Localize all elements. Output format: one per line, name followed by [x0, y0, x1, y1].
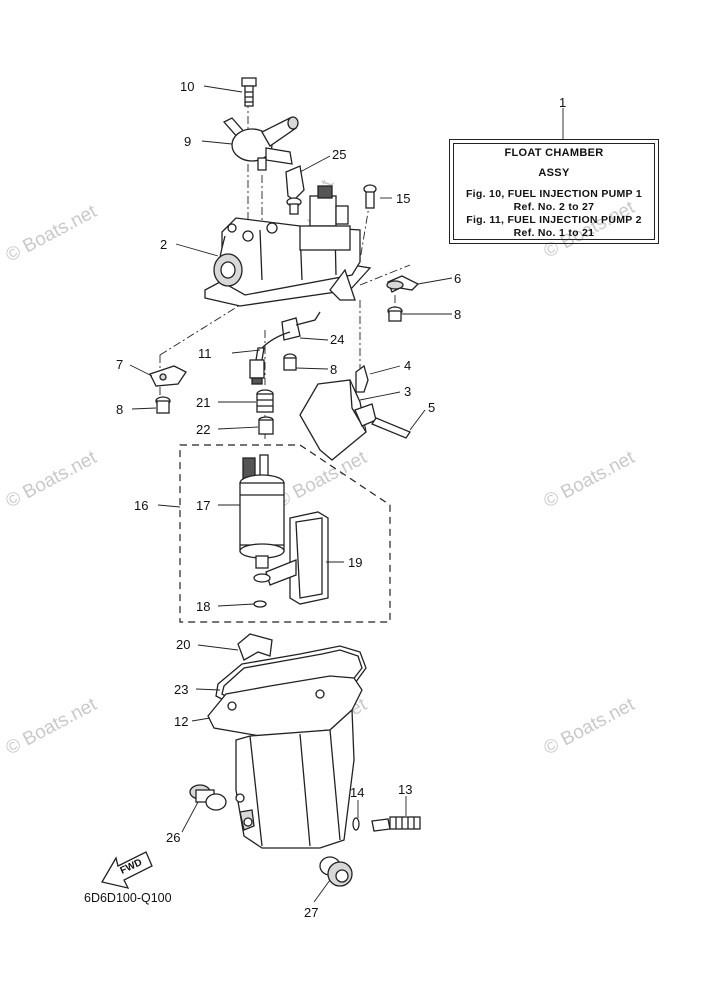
- callout-12: 12: [174, 714, 188, 729]
- callout-1: 1: [559, 95, 566, 110]
- part-27-cap: [319, 856, 353, 887]
- watermark-8: © Boats.net: [540, 694, 638, 760]
- callout-17: 17: [196, 498, 210, 513]
- part-13-drain-screw: [371, 816, 421, 832]
- callout-20: 20: [176, 637, 190, 652]
- diagram-code: 6D6D100-Q100: [84, 891, 172, 905]
- part-19-filter: [253, 511, 329, 605]
- watermark-1: © Boats.net: [2, 201, 100, 267]
- callout-23: 23: [174, 682, 188, 697]
- callout-21: 21: [196, 395, 210, 410]
- part-8-screw-middle: [283, 353, 297, 371]
- callout-2: 2: [160, 237, 167, 252]
- reference-subtitle: ASSY: [538, 167, 570, 179]
- callout-10: 10: [180, 79, 194, 94]
- reference-box: FLOAT CHAMBER ASSY Fig. 10, FUEL INJECTI…: [449, 139, 659, 244]
- callout-6: 6: [454, 271, 461, 286]
- part-8-screw-right: [387, 306, 403, 322]
- reference-title: FLOAT CHAMBER: [504, 147, 604, 159]
- part-14-o-ring: [352, 817, 360, 831]
- callout-11: 11: [198, 346, 212, 361]
- callout-27: 27: [304, 905, 318, 920]
- part-3-float: [299, 379, 377, 461]
- part-4-needle-valve: [355, 364, 369, 393]
- part-26-plug: [189, 784, 227, 811]
- reference-line-1: Fig. 10, FUEL INJECTION PUMP 1: [465, 188, 643, 200]
- part-5-float-pin: [371, 417, 411, 439]
- assembly-lines: [159, 100, 411, 440]
- callout-9: 9: [184, 134, 191, 149]
- callout-8-left: 8: [116, 402, 123, 417]
- reference-line-2: Ref. No. 2 to 27: [513, 201, 595, 213]
- callout-4: 4: [404, 358, 411, 373]
- callout-13: 13: [398, 782, 412, 797]
- part-25-joint: [285, 165, 305, 215]
- watermark-4: © Boats.net: [272, 447, 370, 513]
- callout-18: 18: [196, 599, 210, 614]
- callout-24: 24: [330, 332, 344, 347]
- part-21-grommet: [256, 389, 274, 413]
- reference-line-4: Ref. No. 1 to 21: [513, 227, 595, 239]
- watermark-3: © Boats.net: [2, 447, 100, 513]
- watermark-6: © Boats.net: [2, 694, 100, 760]
- part-17-fuel-pump: [239, 454, 285, 569]
- callout-26: 26: [166, 830, 180, 845]
- callout-14: 14: [350, 785, 364, 800]
- callout-7: 7: [116, 357, 123, 372]
- part-20-holder: [237, 633, 273, 661]
- part-7-plate: [149, 365, 187, 387]
- part-24-clamp: [281, 311, 321, 341]
- reference-box-inner: FLOAT CHAMBER ASSY Fig. 10, FUEL INJECTI…: [453, 143, 655, 240]
- reference-line-3: Fig. 11, FUEL INJECTION PUMP 2: [466, 214, 642, 226]
- leader-lines: [129, 85, 564, 903]
- part-15-screw: [363, 184, 377, 209]
- part-2-vapor-separator-body: [204, 185, 372, 307]
- callout-22: 22: [196, 422, 210, 437]
- part-16-kit-boundary: [179, 444, 391, 623]
- callout-5: 5: [428, 400, 435, 415]
- callout-15: 15: [396, 191, 410, 206]
- fwd-arrow-icon: FWD: [100, 851, 153, 889]
- part-11-wire-harness: [249, 331, 291, 385]
- callout-19: 19: [348, 555, 362, 570]
- part-10-bolt: [241, 77, 257, 107]
- part-12-float-chamber: [207, 675, 363, 849]
- part-9-pressure-regulator: [222, 116, 299, 171]
- callout-8-right: 8: [454, 307, 461, 322]
- callout-3: 3: [404, 384, 411, 399]
- part-22-collar: [258, 416, 274, 435]
- part-8-screw-left: [155, 396, 171, 414]
- part-18-washer: [253, 600, 267, 608]
- callout-8-middle: 8: [330, 362, 337, 377]
- callout-16: 16: [134, 498, 148, 513]
- callout-25: 25: [332, 147, 346, 162]
- watermark-5: © Boats.net: [540, 447, 638, 513]
- part-6-clip: [386, 275, 420, 293]
- callouts: 1 2 3 4 5 6 7 8 8 8 9 10 11 12 13 14 15 …: [116, 79, 566, 920]
